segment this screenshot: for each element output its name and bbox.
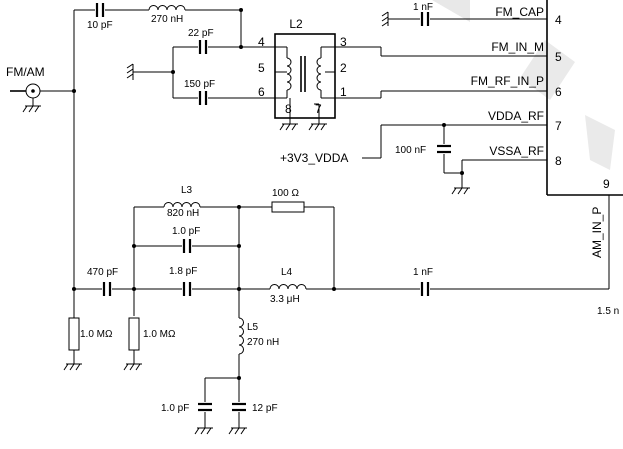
capacitor-22pf	[198, 40, 208, 54]
capacitor-1p0pf	[182, 239, 192, 253]
label-270nh-top: 270 nH	[151, 14, 183, 25]
label-1m-a: 1.0 MΩ	[80, 329, 113, 340]
net-vdda-rf: VDDA_RF	[488, 109, 544, 123]
l2-pin-6: 6	[258, 85, 265, 99]
ground-1p0pf-bottom	[194, 427, 213, 435]
label-1p8pf: 1.8 pF	[169, 266, 197, 277]
capacitor-1nf-fmcap	[420, 12, 430, 26]
label-1p0pf-bottom: 1.0 pF	[161, 403, 189, 414]
net-vssa-rf: VSSA_RF	[489, 144, 544, 158]
capacitor-1p0pf-bottom	[198, 402, 212, 412]
net-3v3-vdda: +3V3_VDDA	[280, 151, 348, 165]
label-12pf: 12 pF	[252, 403, 278, 414]
label-l5-value: 270 nH	[247, 337, 279, 348]
label-1nf-am: 1 nF	[413, 267, 433, 278]
capacitor-1p8pf	[182, 282, 192, 296]
ic-pin-7: 7	[555, 119, 562, 133]
ic-pin-8: 8	[555, 154, 562, 168]
label-150pf: 150 pF	[184, 79, 215, 90]
inductor-l4	[269, 284, 307, 290]
ground-l2-pin7	[308, 118, 327, 131]
ground-1m-b	[123, 363, 142, 371]
ic-pin-5: 5	[555, 50, 562, 64]
coax-connector	[10, 83, 74, 113]
capacitor-470pf	[102, 282, 112, 296]
ic-pin-6: 6	[555, 85, 562, 99]
l2-pin-7: 7	[315, 102, 322, 116]
inductor-270nh-top	[148, 5, 186, 11]
l2-pin-3: 3	[340, 35, 347, 49]
label-1p0pf: 1.0 pF	[172, 226, 200, 237]
chassis-ground-left	[126, 63, 134, 80]
capacitor-12pf	[232, 402, 246, 412]
capacitor-150pf	[198, 91, 208, 105]
label-l2: L2	[289, 17, 303, 31]
ic-body	[546, 0, 623, 196]
net-fm-in-m: FM_IN_M	[491, 40, 544, 54]
net-am-in-p: AM_IN_P	[590, 207, 604, 258]
l2-pin-5: 5	[258, 61, 265, 75]
label-470pf: 470 pF	[87, 267, 118, 278]
label-100ohm: 100 Ω	[272, 188, 299, 199]
net-fm-am: FM/AM	[6, 65, 45, 79]
resistor-1m-a	[68, 317, 80, 351]
inductor-l3	[163, 202, 201, 208]
label-l5: L5	[247, 322, 259, 333]
l2-pin-8: 8	[285, 102, 292, 116]
label-1m-b: 1.0 MΩ	[143, 329, 176, 340]
label-l4-value: 3.3 μH	[270, 294, 300, 305]
ground-vssa	[451, 187, 470, 195]
inductor-l5	[238, 317, 244, 355]
label-10pf: 10 pF	[87, 20, 113, 31]
ic-pin-4: 4	[555, 13, 562, 27]
capacitor-10pf	[95, 3, 105, 17]
transformer-l2	[274, 33, 336, 119]
label-1nf-fmcap: 1 nF	[413, 2, 433, 13]
ground-12pf	[228, 427, 247, 435]
label-l3: L3	[181, 185, 193, 196]
ground-1m-a	[63, 363, 82, 371]
ic-pin-9: 9	[603, 177, 610, 191]
capacitor-100nf	[437, 144, 451, 154]
label-100nf: 100 nF	[395, 145, 426, 156]
l2-pin-2: 2	[340, 61, 347, 75]
chassis-ground-fmcap	[381, 11, 389, 27]
label-l4: L4	[281, 267, 293, 278]
label-22pf: 22 pF	[188, 28, 214, 39]
label-l3-value: 820 nH	[167, 208, 199, 219]
l2-pin-1: 1	[340, 85, 347, 99]
resistor-100ohm	[271, 201, 305, 213]
ground-l2-pin8	[279, 118, 298, 131]
label-1p5n-fragment: 1.5 n	[597, 306, 619, 317]
capacitor-1nf-am	[420, 282, 430, 296]
resistor-1m-b	[128, 317, 140, 351]
l2-pin-4: 4	[258, 35, 265, 49]
net-fm-rf-in-p: FM_RF_IN_P	[471, 74, 544, 88]
net-fm-cap: FM_CAP	[495, 5, 544, 19]
